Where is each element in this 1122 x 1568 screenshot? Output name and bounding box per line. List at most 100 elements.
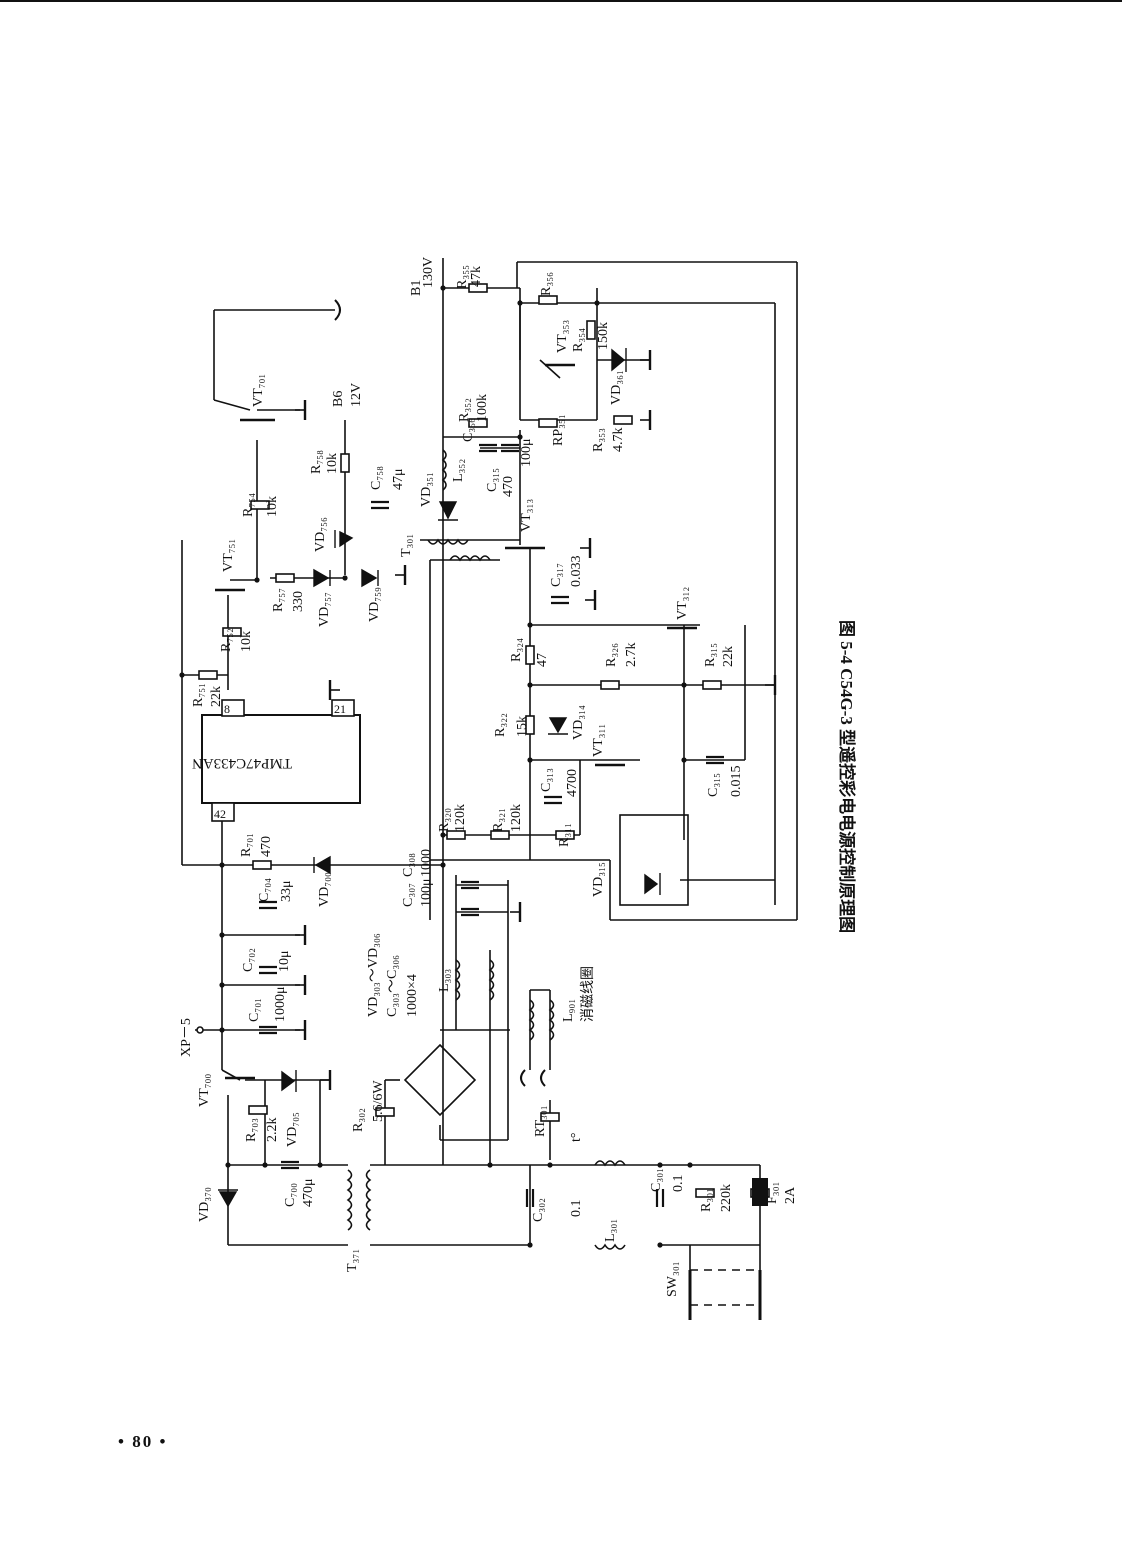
label-r321: R₃₂₁	[491, 808, 506, 832]
label-t371: T₃₇₁	[345, 1249, 360, 1272]
label-vt313: VT₃₁₃	[519, 499, 534, 532]
label-vd314: VD₃₁₄	[571, 705, 586, 740]
label-c313: C₃₁₃	[539, 768, 554, 792]
label-vd756: VD₇₅₆	[313, 517, 328, 552]
label-r751: R₇₅₁	[191, 683, 206, 707]
label-c700: C₇₀₀	[283, 1183, 298, 1207]
label-c317-v: 0.033	[569, 556, 584, 588]
label-r326: R₃₂₆	[604, 643, 619, 667]
label-r302: R₃₀₂	[351, 1108, 366, 1132]
label-c758-v: 47μ	[391, 468, 406, 490]
label-c301-v: 0.1	[671, 1175, 686, 1193]
label-c356-v: 100μ	[519, 438, 534, 467]
label-r352-v: 100k	[475, 394, 490, 422]
label-c303-v: 1000×4	[405, 974, 420, 1017]
label-c302-v: 0.1	[569, 1200, 584, 1218]
label-c308: C₃₀₈	[401, 853, 416, 877]
label-t301: T₃₀₁	[399, 534, 414, 557]
label-r320-v: 120k	[453, 804, 468, 832]
label-degauss: 消磁线圈	[580, 966, 596, 1022]
label-b6: B6	[331, 391, 346, 407]
connector-degauss	[520, 1069, 546, 1087]
label-r355: R₃₅₅	[455, 265, 470, 289]
label-vd351: VD₃₅₁	[419, 472, 434, 507]
ic-pin-42: 42	[214, 807, 226, 821]
label-vt751: VT₇₅₁	[221, 539, 236, 572]
transistor-bars	[215, 363, 697, 1080]
wires	[181, 258, 798, 1270]
label-c702-v: 10μ	[277, 950, 292, 972]
label-vd757: VD₇₅₇	[317, 592, 332, 627]
label-vt700: VT₇₀₀	[197, 1074, 212, 1107]
label-l301: L₃₀₁	[603, 1219, 618, 1242]
diodes	[218, 348, 661, 1208]
label-vd315: VD₃₁₅	[591, 862, 606, 897]
connector-vt701	[334, 299, 341, 321]
label-vd361: VD₃₆₁	[609, 370, 624, 405]
label-rt301: RT₃₀₁	[533, 1105, 548, 1137]
label-c315a: C₃₁₅	[485, 468, 500, 492]
label-f301-v: 2A	[783, 1186, 798, 1204]
label-l303: L₃₀₃	[437, 969, 452, 992]
bridge-rectifier	[403, 1043, 477, 1117]
label-r757: R₇₅₇	[271, 588, 286, 612]
label-b1: B1	[409, 280, 424, 296]
fuse-f301	[752, 1178, 768, 1206]
figure-caption: 图 5-4 C54G-3 型遥控彩电电源控制原理图	[826, 620, 916, 940]
label-c307-v: 100μ	[419, 878, 434, 907]
label-l352: L₃₅₂	[451, 459, 466, 482]
label-c758: C₇₅₈	[369, 466, 384, 490]
label-r353: R₃₅₃	[591, 428, 606, 452]
label-r355-v: 47k	[469, 266, 484, 287]
label-c308-v: 1000	[419, 849, 434, 877]
label-c301: C₃₀₁	[649, 1168, 664, 1192]
label-r703-v: 2.2k	[265, 1118, 280, 1143]
label-c701-v: 1000μ	[273, 986, 288, 1022]
label-r354-v: 150k	[596, 322, 611, 350]
label-c316: C₃₁₅	[706, 773, 721, 797]
label-c701: C₇₀₁	[247, 998, 262, 1022]
label-vt701: VT₇₀₁	[251, 374, 266, 407]
ic-pin-8: 8	[224, 702, 230, 716]
label-c356: C₃₅₆	[461, 418, 476, 442]
label-c317: C₃₁₇	[549, 563, 564, 587]
label-r320: R₃₂₀	[437, 808, 452, 832]
ic-tmp47c433an	[201, 699, 361, 822]
label-r701: R₇₀₁	[239, 833, 254, 857]
labels: B1 130V R₃₅₅ 47k R₃₅₆ VT₃₅₃ R₃₅₄ 150k VD…	[179, 257, 798, 1297]
label-vd370: VD₃₇₀	[197, 1187, 212, 1222]
label-c315a-v: 470	[501, 476, 516, 497]
label-r301: R₃₀₁	[699, 1188, 714, 1212]
label-r754: R₇₅₄	[241, 493, 256, 517]
switch-sw301	[688, 1269, 762, 1320]
ic-name: TMP47C433AN	[192, 755, 292, 771]
optocoupler-box	[619, 814, 689, 906]
label-r701-v: 470	[259, 836, 274, 857]
label-r356: R₃₅₆	[539, 272, 554, 296]
label-c303: C₃₀₃～C₃₀₆	[385, 955, 400, 1017]
label-l901: L₉₀₁	[561, 999, 576, 1022]
label-r324-v: 47	[535, 653, 550, 667]
top-rule	[0, 0, 1122, 2]
label-r758: R₇₅₈	[309, 450, 324, 474]
label-c307: C₃₀₇	[401, 883, 416, 907]
label-r324: R₃₂₄	[509, 638, 524, 662]
label-r326-v: 2.7k	[624, 643, 639, 668]
label-r321-v: 120k	[509, 804, 524, 832]
label-c313-v: 4700	[565, 769, 580, 797]
xp5-terminal	[196, 1026, 204, 1034]
label-r752: R₇₅₂	[219, 628, 234, 652]
coils	[346, 449, 626, 1250]
label-vt353: VT₃₅₃	[555, 320, 570, 353]
label-r752-v: 10k	[239, 631, 254, 652]
label-c702: C₇₀₂	[241, 948, 256, 972]
label-r322: R₃₂₂	[493, 713, 508, 737]
page-number: • 80 •	[118, 1432, 168, 1451]
label-c704-v: 33μ	[279, 880, 294, 902]
label-r302-v: 5.6/6W	[371, 1080, 386, 1122]
label-vd759: VD₇₅₉	[367, 587, 382, 622]
label-r354: R₃₅₄	[571, 328, 586, 352]
label-r353-v: 4.7k	[611, 428, 626, 453]
label-c700-v: 470μ	[301, 1178, 316, 1207]
label-r352: R₃₅₂	[457, 398, 472, 422]
